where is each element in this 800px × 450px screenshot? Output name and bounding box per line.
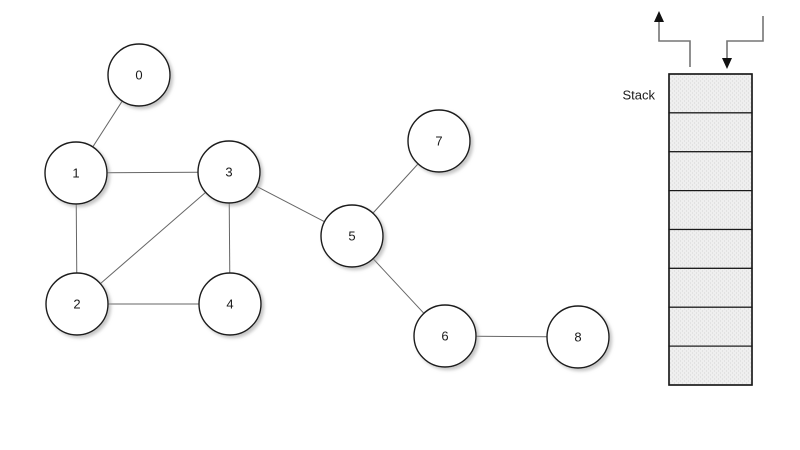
graph-edge-3-4: [228, 202, 231, 274]
push-arrow-head-icon: [722, 58, 732, 69]
graph-node-8[interactable]: 8: [546, 305, 610, 369]
graph-edge-5-7: [372, 163, 419, 214]
stack-cell-3[interactable]: [668, 190, 753, 231]
arrow-layer: [654, 11, 764, 69]
stack-cell-0[interactable]: [668, 73, 753, 114]
stack-label: Stack: [622, 87, 655, 102]
stack-cells: [668, 73, 753, 386]
graph-node-7[interactable]: 7: [407, 109, 471, 173]
graph-edge-0-1: [92, 100, 123, 148]
stack-cell-5[interactable]: [668, 267, 753, 308]
graph-node-1[interactable]: 1: [44, 141, 108, 205]
graph-node-2[interactable]: 2: [45, 272, 109, 336]
node-layer: 0 1 2 3 456 7 8: [44, 43, 610, 369]
graph-node-circle-8[interactable]: [546, 305, 610, 369]
graph-node-circle-7[interactable]: [407, 109, 471, 173]
graph-edge-6-8: [475, 335, 548, 338]
graph-node-circle-0[interactable]: [107, 43, 171, 107]
edge-layer: [75, 100, 548, 338]
graph-node-5[interactable]: 5: [320, 204, 384, 268]
graph-edge-1-3: [106, 171, 199, 174]
stack-cell-1[interactable]: [668, 112, 753, 153]
graph-node-circle-6[interactable]: [413, 304, 477, 368]
graph-edge-5-6: [372, 258, 425, 314]
graph-node-circle-3[interactable]: [197, 140, 261, 204]
stack-layer: Stack: [622, 73, 753, 386]
graph-node-3[interactable]: 3: [197, 140, 261, 204]
pop-arrow: [658, 20, 691, 67]
graph-node-circle-1[interactable]: [44, 141, 108, 205]
stack-outline: [668, 73, 753, 386]
graph-node-circle-4[interactable]: [198, 272, 262, 336]
graph-node-circle-2[interactable]: [45, 272, 109, 336]
stack-cell-7[interactable]: [668, 345, 753, 386]
graph-node-0[interactable]: 0: [107, 43, 171, 107]
graph-node-6[interactable]: 6: [413, 304, 477, 368]
push-arrow: [726, 16, 764, 60]
stack-cell-4[interactable]: [668, 228, 753, 269]
graph-edge-3-5: [256, 185, 325, 223]
stack-cell-2[interactable]: [668, 151, 753, 192]
stack-cell-6[interactable]: [668, 306, 753, 347]
graph-edge-1-2: [75, 203, 78, 274]
pop-arrow-head-icon: [654, 11, 664, 22]
graph-edge-2-3: [100, 191, 206, 285]
graph-node-circle-5[interactable]: [320, 204, 384, 268]
graph-node-4[interactable]: 4: [198, 272, 262, 336]
